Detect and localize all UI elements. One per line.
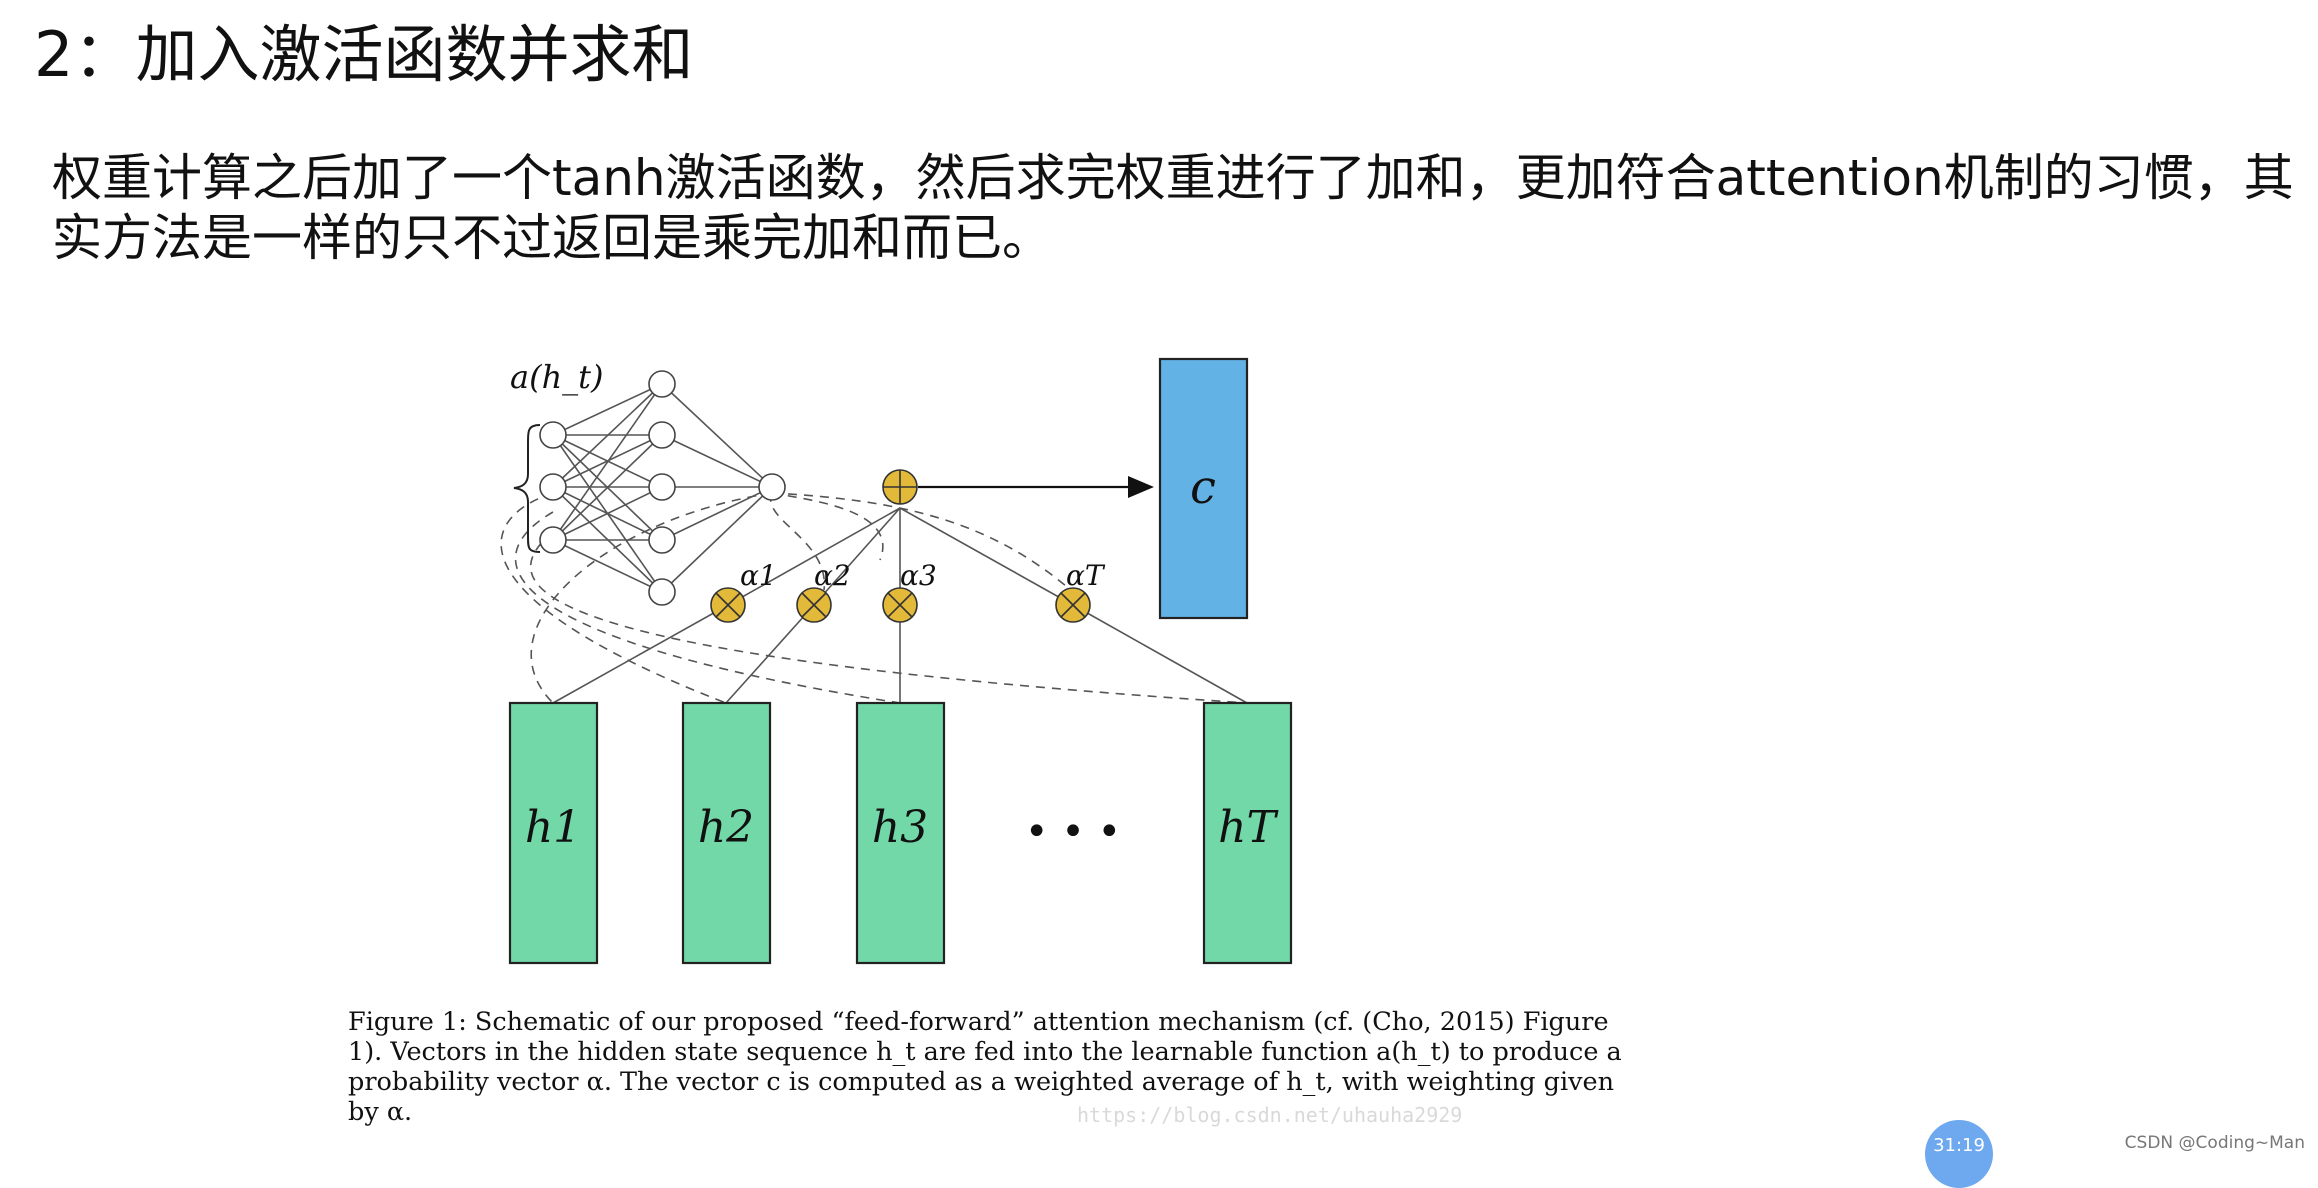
mlp-edge	[661, 434, 773, 488]
dashed-connections	[500, 492, 1248, 704]
alpha-label-3: α3	[900, 559, 937, 592]
mlp-edge	[552, 486, 663, 541]
multiply-node-2	[796, 587, 832, 623]
mlp-edge	[552, 383, 663, 541]
alpha-label-T: αT	[1066, 559, 1106, 592]
attention-diagram: c a(h_t) α1 α2 α3 αT h1 h2 h3 hT • • •	[500, 357, 1293, 965]
mlp-hidden-node	[648, 526, 676, 554]
slide-body-text: 权重计算之后加了一个tanh激活函数，然后求完权重进行了加和，更加符合atten…	[52, 148, 2302, 268]
link-alphaT-sum	[899, 507, 1074, 606]
timer-badge[interactable]: 31:19	[1925, 1120, 1993, 1188]
dashed-curve	[500, 492, 727, 704]
multiply-node-1	[710, 587, 746, 623]
multiply-node-T	[1055, 587, 1091, 623]
function-label: a(h_t)	[510, 358, 604, 396]
sum-node	[882, 469, 918, 505]
hidden-label-3: h3	[872, 802, 928, 853]
hidden-state-box-3	[855, 701, 946, 965]
alpha-label-2: α2	[814, 559, 851, 592]
multiply-node-3	[882, 587, 918, 623]
alpha-label-1: α1	[740, 559, 777, 592]
hidden-state-box-2	[681, 701, 772, 965]
link-h1-alpha1	[552, 604, 729, 704]
ellipsis: • • •	[1025, 809, 1121, 855]
mlp-hidden-node	[648, 421, 676, 449]
figure-caption: Figure 1: Schematic of our proposed “fee…	[348, 1007, 1622, 1127]
mlp-input-node	[539, 473, 567, 501]
mlp-edge	[552, 434, 663, 541]
body-line-1: 权重计算之后加了一个tanh激活函数，然后求完权重进行了加和，更加符合atten…	[52, 149, 2294, 207]
dashed-curve	[530, 492, 773, 704]
caption-line-1: Figure 1: Schematic of our proposed “fee…	[348, 1007, 1609, 1037]
mlp-output-node	[758, 473, 786, 501]
caption-line-2: 1). Vectors in the hidden state sequence…	[348, 1037, 1622, 1067]
mlp-hidden-node	[648, 473, 676, 501]
context-label: c	[1190, 460, 1216, 514]
dashed-curve	[771, 492, 884, 561]
mlp-hidden-node	[648, 370, 676, 398]
mlp-hidden-node	[648, 578, 676, 606]
hidden-state-box-1	[508, 701, 599, 965]
operator-nodes	[710, 469, 1091, 623]
arrow-head	[1128, 476, 1154, 498]
hidden-label-2: h2	[698, 802, 754, 853]
body-line-2: 实方法是一样的只不过返回是乘完加和而已。	[52, 209, 1052, 267]
mlp-edge	[661, 383, 773, 488]
watermark: https://blog.csdn.net/uhauha2929	[1077, 1103, 1463, 1127]
mlp-edge	[552, 383, 663, 488]
link-alpha2-sum	[813, 507, 901, 606]
mlp-input-node	[539, 526, 567, 554]
context-vector-box	[1158, 357, 1249, 620]
credit-text: CSDN @Coding~Man	[2124, 1133, 2305, 1153]
hidden-state-boxes	[508, 701, 1293, 965]
mlp-input-node	[539, 421, 567, 449]
hidden-label-1: h1	[525, 802, 581, 853]
solid-connections	[552, 507, 1248, 704]
dashed-curve	[769, 492, 825, 591]
mlp-edge	[661, 486, 773, 541]
link-alpha1-sum	[727, 507, 901, 606]
caption-line-3: probability vector α. The vector c is co…	[348, 1067, 1615, 1097]
mlp-edges	[552, 383, 773, 593]
hidden-state-box-T	[1202, 701, 1293, 965]
mlp-edge	[661, 486, 773, 593]
caption-line-4: by α.	[348, 1097, 413, 1127]
dashed-curve	[771, 492, 1074, 593]
link-h2-alpha2	[725, 604, 815, 704]
dashed-curve	[514, 511, 901, 704]
dashed-curve	[529, 531, 1248, 704]
mlp-edge	[552, 383, 663, 436]
slide-title: 2：加入激活函数并求和	[34, 18, 694, 91]
mlp-edge	[552, 539, 663, 593]
link-hT-alphaT	[1072, 604, 1248, 704]
input-brace	[513, 424, 541, 553]
hidden-label-T: hT	[1218, 802, 1279, 853]
mlp-nodes	[539, 370, 786, 606]
